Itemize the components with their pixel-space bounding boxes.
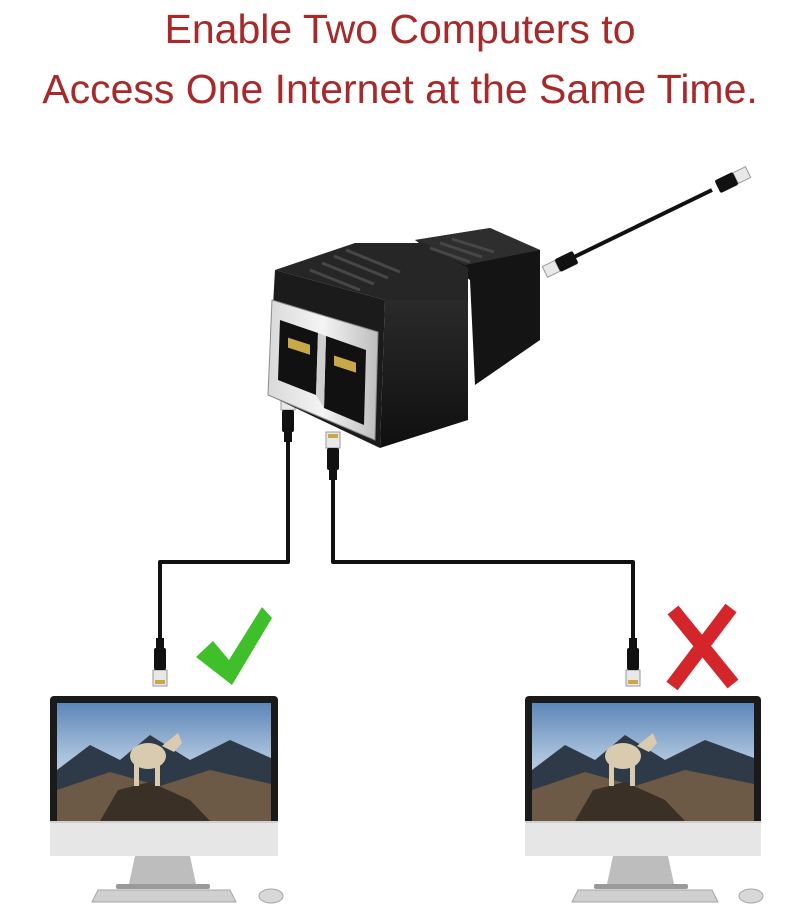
left-computer bbox=[50, 696, 284, 904]
right-top-rj45-plug-icon bbox=[325, 431, 341, 481]
headline-line-1: Enable Two Computers to bbox=[164, 6, 636, 52]
left-screen-wallpaper bbox=[57, 703, 271, 821]
right-computer bbox=[525, 696, 764, 904]
input-network-cable bbox=[541, 165, 752, 279]
cross-icon bbox=[666, 603, 739, 691]
right-bottom-rj45-plug-icon bbox=[625, 637, 641, 687]
check-icon bbox=[196, 607, 272, 685]
right-network-cable bbox=[331, 480, 635, 640]
left-network-cable bbox=[158, 440, 290, 640]
left-bottom-rj45-plug-icon bbox=[152, 637, 168, 687]
rj45-splitter-adapter bbox=[267, 228, 540, 448]
headline-line-2: Access One Internet at the Same Time. bbox=[42, 66, 758, 112]
right-screen-wallpaper bbox=[532, 703, 754, 821]
